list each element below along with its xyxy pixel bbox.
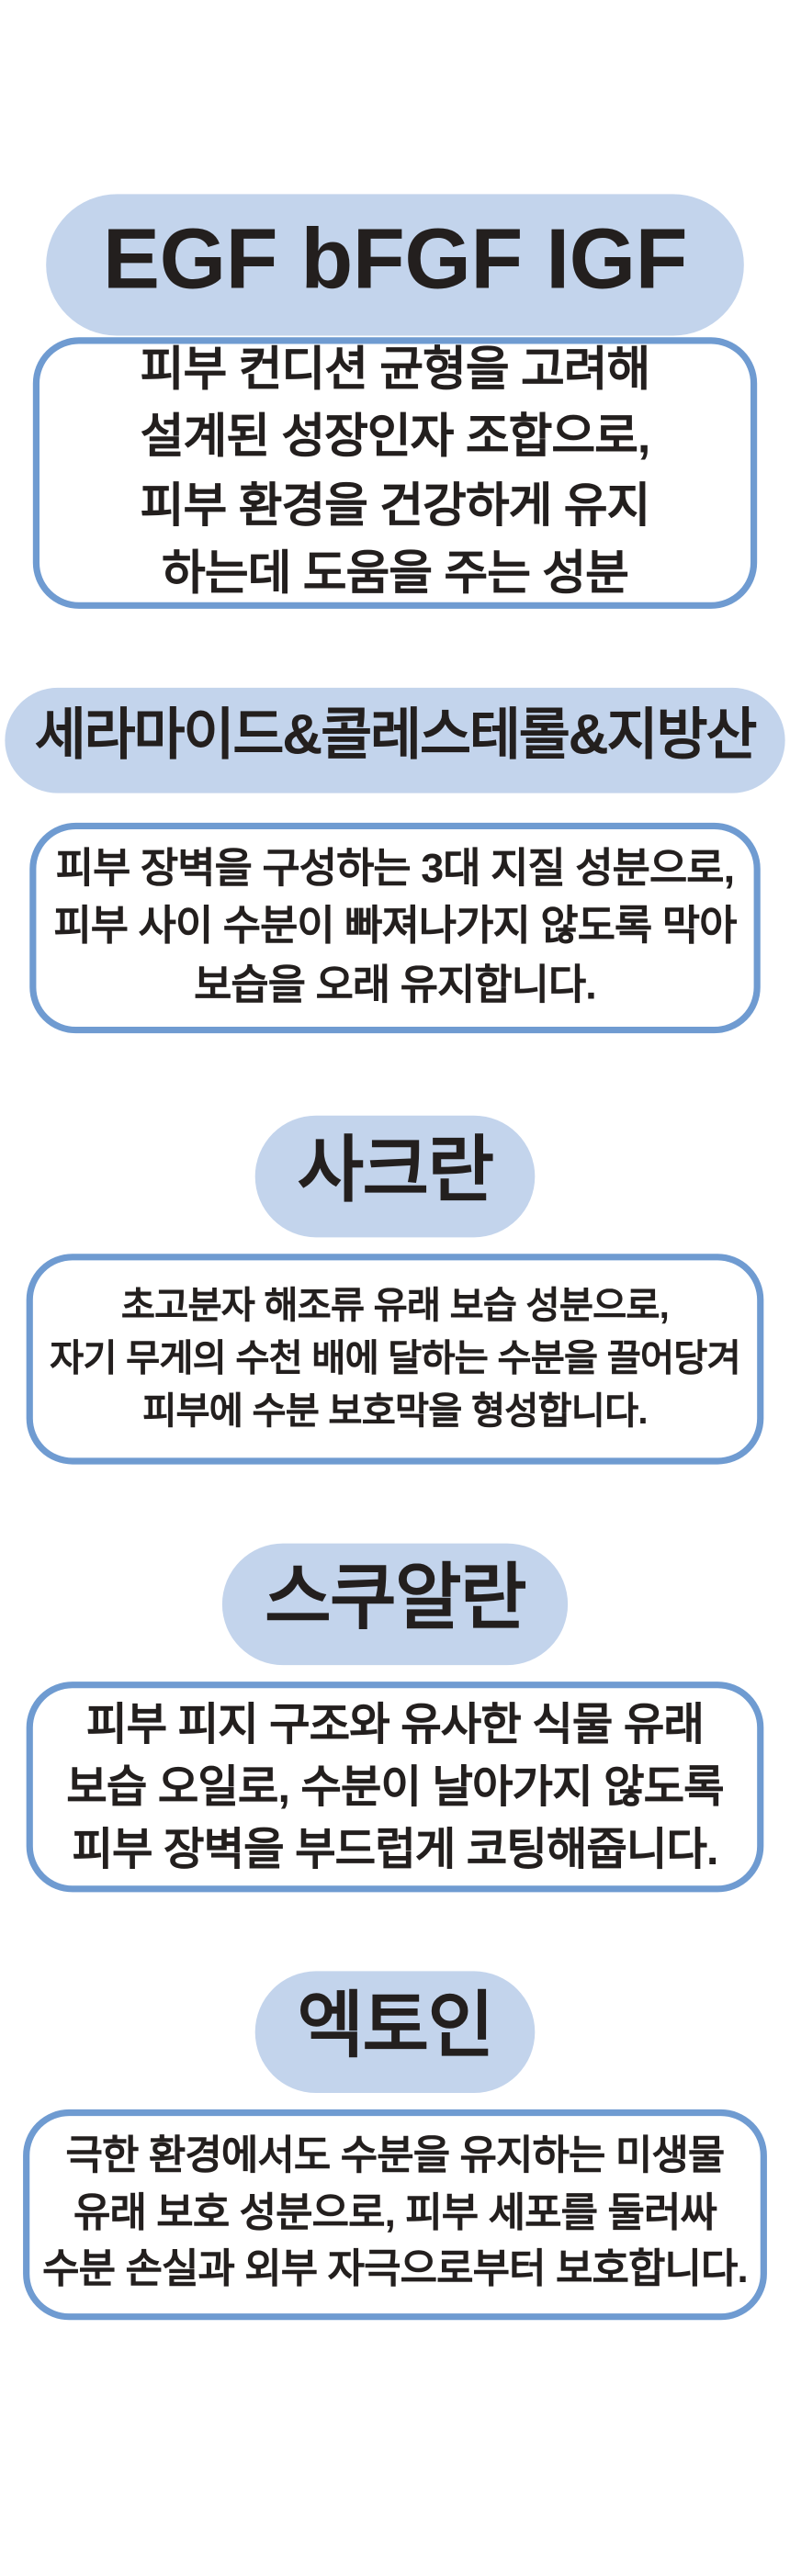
description-line: 극한 환경에서도 수분을 유지하는 미생물 (65, 2133, 726, 2178)
description-line: 수분 손실과 외부 자극으로부터 보호합니다. (42, 2248, 749, 2293)
description-line: 보습 오일로, 수분이 날아가지 않도록 (66, 1761, 724, 1812)
description-text-sacran: 초고분자 해조류 유래 보습 성분으로, 자기 무게의 수천 배에 달하는 수분… (50, 1280, 741, 1438)
description-line: 피부 환경을 건강하게 유지 (140, 479, 651, 533)
description-box-squalane: 피부 피지 구조와 유사한 식물 유래 보습 오일로, 수분이 날아가지 않도록… (26, 1682, 764, 1893)
badge-egf-bfgf-igf: EGF bFGF IGF (46, 194, 743, 336)
description-box-egf-bfgf-igf: 피부 컨디션 균형을 고려해 설계된 성장인자 조합으로, 피부 환경을 건강하… (32, 337, 758, 609)
description-line: 피부 장벽을 부드럽게 코팅해줍니다. (72, 1825, 718, 1874)
description-line: 피부 장벽을 구성하는 3대 지질 성분으로, (55, 845, 735, 892)
badge-sacran: 사크란 (254, 1115, 536, 1238)
description-text-squalane: 피부 피지 구조와 유사한 식물 유래 보습 오일로, 수분이 날아가지 않도록… (66, 1693, 724, 1882)
section-sacran: 사크란 (0, 1115, 790, 1238)
section-squalane: 스쿠알란 (0, 1543, 790, 1666)
description-box-ceramide-cholesterol-fattyacid: 피부 장벽을 구성하는 3대 지질 성분으로, 피부 사이 수분이 빠져나가지 … (29, 822, 761, 1034)
section-egf-bfgf-igf: EGF bFGF IGF (0, 194, 790, 336)
section-ceramide-cholesterol-fattyacid: 세라마이드&콜레스테롤&지방산 (0, 687, 790, 793)
description-line: 피부 컨디션 균형을 고려해 (140, 343, 651, 398)
badge-squalane: 스쿠알란 (221, 1543, 569, 1666)
section-ectoin: 엑토인 (0, 1971, 790, 2093)
description-line: 유래 보호 성분으로, 피부 세포를 둘러싸 (73, 2190, 717, 2236)
description-text-ectoin: 극한 환경에서도 수분을 유지하는 미생물 유래 보호 성분으로, 피부 세포를… (42, 2129, 749, 2300)
description-line: 하는데 도움을 주는 성분 (162, 547, 629, 601)
badge-ectoin: 엑토인 (254, 1971, 536, 2093)
badge-ceramide-cholesterol-fattyacid: 세라마이드&콜레스테롤&지방산 (5, 687, 785, 793)
description-line: 피부 피지 구조와 유사한 식물 유래 (86, 1698, 705, 1749)
description-line: 피부에 수분 보호막을 형성합니다. (142, 1389, 648, 1432)
description-text-ceramide-cholesterol-fattyacid: 피부 장벽을 구성하는 3대 지질 성분으로, 피부 사이 수분이 빠져나가지 … (53, 840, 737, 1016)
description-box-sacran: 초고분자 해조류 유래 보습 성분으로, 자기 무게의 수천 배에 달하는 수분… (26, 1254, 764, 1465)
description-text-egf-bfgf-igf: 피부 컨디션 균형을 고려해 설계된 성장인자 조합으로, 피부 환경을 건강하… (140, 338, 651, 609)
description-line: 초고분자 해조류 유래 보습 성분으로, (120, 1285, 670, 1327)
description-line: 자기 무게의 수천 배에 달하는 수분을 끌어당겨 (50, 1337, 741, 1379)
description-line: 피부 사이 수분이 빠져나가지 않도록 막아 (53, 904, 737, 951)
description-box-ectoin: 극한 환경에서도 수분을 유지하는 미생물 유래 보호 성분으로, 피부 세포를… (23, 2109, 767, 2321)
description-line: 보습을 오래 유지합니다. (194, 962, 597, 1008)
description-line: 설계된 성장인자 조합으로, (140, 411, 651, 465)
